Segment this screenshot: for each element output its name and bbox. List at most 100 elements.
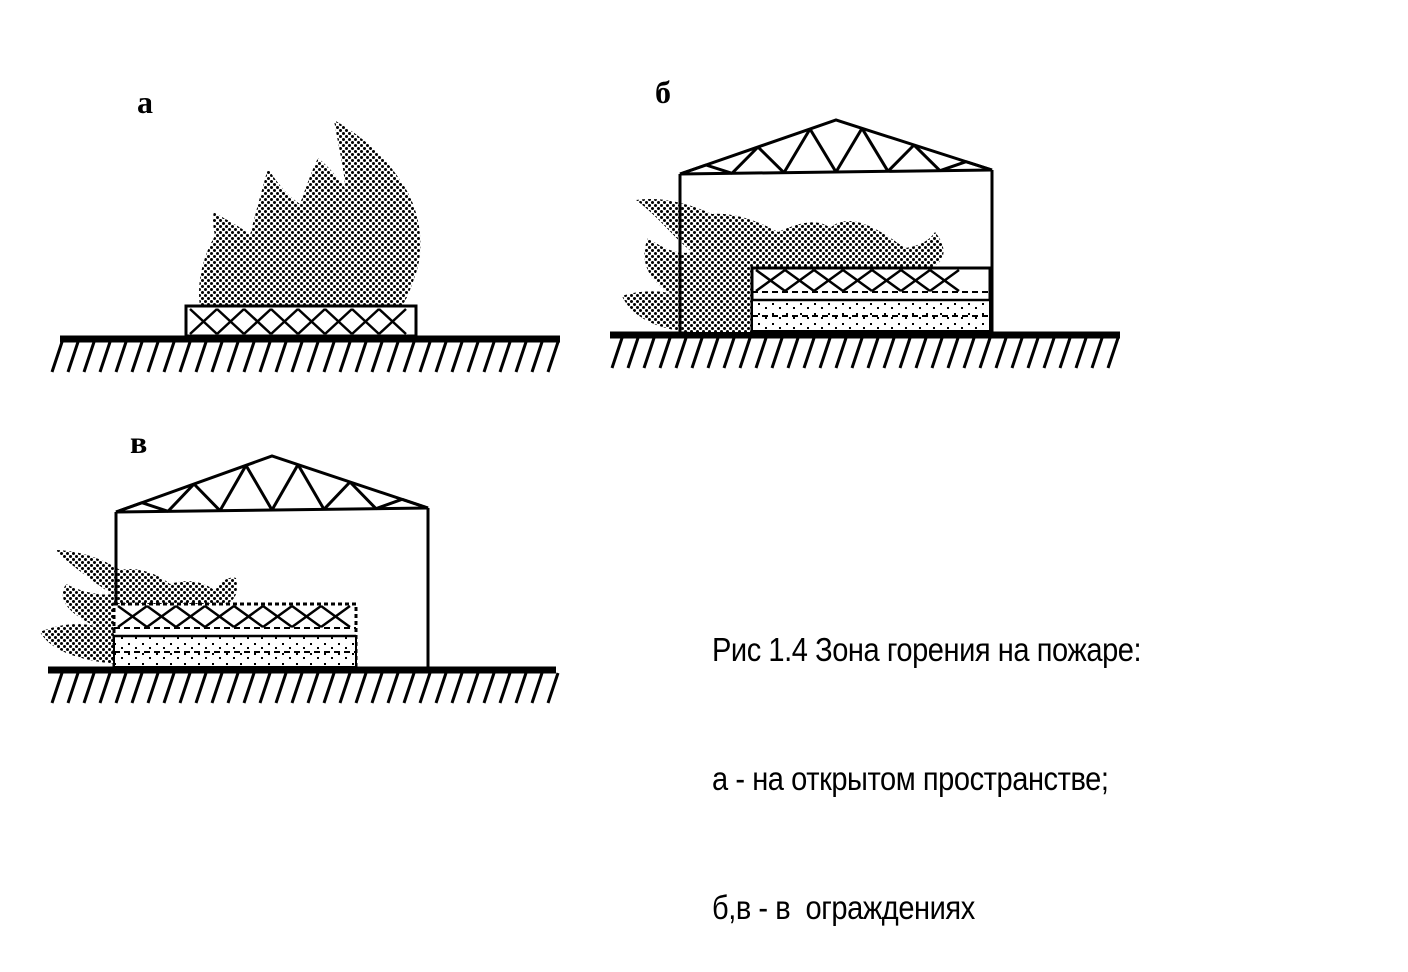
ground-hatch xyxy=(946,337,960,369)
fuel-cross xyxy=(351,308,380,335)
truss-strut xyxy=(270,463,300,511)
ground-hatch xyxy=(626,337,640,369)
ground-hatch xyxy=(1042,337,1056,369)
ground-hatch xyxy=(50,341,64,373)
ground-hatch xyxy=(98,341,112,373)
truss-strut xyxy=(808,128,838,173)
ground-hatch xyxy=(1058,337,1072,369)
ground-hatch xyxy=(498,672,512,704)
ground-hatch xyxy=(354,672,368,704)
ground-hatch xyxy=(610,337,624,369)
ground-hatch xyxy=(322,672,336,704)
fuel-cross xyxy=(929,268,960,293)
fuel-cross xyxy=(320,604,351,629)
ground-hatch xyxy=(226,672,240,704)
ground-hatch xyxy=(242,341,256,373)
ground-hatch xyxy=(162,341,176,373)
ground-hatch xyxy=(1090,337,1104,369)
ground-hatch xyxy=(450,672,464,704)
truss-strut xyxy=(166,482,196,513)
panel-label-v: в xyxy=(130,424,148,460)
fuel-cross xyxy=(324,308,353,335)
fuel-cross xyxy=(842,268,873,293)
ground-hatch xyxy=(834,337,848,369)
ground-a xyxy=(50,335,560,373)
fuel-cross xyxy=(233,604,264,629)
truss-strut xyxy=(401,497,429,510)
ground-hatch xyxy=(962,337,976,369)
ground-hatch xyxy=(706,337,720,369)
fuel-block-a xyxy=(184,304,418,338)
ground-hatch xyxy=(674,337,688,369)
ground-hatch xyxy=(482,672,496,704)
ground-hatch xyxy=(434,672,448,704)
ground-hatch xyxy=(690,337,704,369)
ground-hatch xyxy=(754,337,768,369)
truss-strut xyxy=(375,497,403,511)
flame-a xyxy=(199,120,421,306)
ground-hatch xyxy=(418,672,432,704)
truss-strut xyxy=(965,160,993,172)
truss-strut xyxy=(834,127,864,173)
truss-strut xyxy=(705,163,733,175)
fuel-cross xyxy=(813,268,844,293)
panel-b xyxy=(610,118,1120,369)
ground-hatch xyxy=(306,341,320,373)
fuel-cross xyxy=(291,604,322,629)
fuel-cross xyxy=(189,308,218,335)
truss-strut xyxy=(730,145,760,175)
fuel-cross xyxy=(117,604,148,629)
ground-hatch xyxy=(194,672,208,704)
ground-hatch xyxy=(450,341,464,373)
ground-hatch xyxy=(322,341,336,373)
ground-hatch xyxy=(162,672,176,704)
ground-hatch xyxy=(882,337,896,369)
ground-v xyxy=(48,666,560,704)
ground-hatch xyxy=(242,672,256,704)
panel-v xyxy=(40,454,560,704)
figure-caption: Рис 1.4 Зона горения на пожаре: а - на о… xyxy=(712,542,1142,972)
ground-hatch xyxy=(1074,337,1088,369)
ground-hatch xyxy=(1010,337,1024,369)
ground-hatch xyxy=(466,672,480,704)
ground-hatch xyxy=(338,672,352,704)
ground-hatch xyxy=(530,672,544,704)
ground-hatch xyxy=(802,337,816,369)
ground-hatch xyxy=(530,341,544,373)
fuel-cross xyxy=(378,308,407,335)
ground-hatch xyxy=(66,341,80,373)
building-b xyxy=(678,118,994,333)
building-v xyxy=(114,454,430,668)
ground-hatch xyxy=(402,341,416,373)
ground-hatch xyxy=(290,341,304,373)
truss-strut xyxy=(939,160,967,173)
truss-strut xyxy=(860,127,890,173)
fuel-cross xyxy=(270,308,299,335)
ground-hatch xyxy=(258,341,272,373)
ground-hatch xyxy=(418,341,432,373)
ground-hatch xyxy=(866,337,880,369)
ground-b xyxy=(610,331,1120,369)
panel-a xyxy=(50,120,560,373)
ground-hatch xyxy=(658,337,672,369)
truss-strut xyxy=(782,128,812,174)
ground-hatch xyxy=(434,341,448,373)
truss-strut xyxy=(296,463,326,511)
ground-hatch xyxy=(1106,337,1120,369)
ground-hatch xyxy=(386,341,400,373)
caption-line-1: Рис 1.4 Зона горения на пожаре: xyxy=(712,631,1142,668)
ground-hatch xyxy=(258,672,272,704)
caption-line-3: б,в - в ограждениях xyxy=(712,889,975,926)
truss-strut xyxy=(244,464,274,511)
fuel-cross xyxy=(175,604,206,629)
ground-hatch xyxy=(50,672,64,704)
ground-hatch xyxy=(402,672,416,704)
ground-hatch xyxy=(194,341,208,373)
ground-hatch xyxy=(770,337,784,369)
ground-hatch xyxy=(930,337,944,369)
fuel-cross xyxy=(900,268,931,293)
ground-hatch xyxy=(338,341,352,373)
truss-strut xyxy=(348,480,378,510)
stored-goods-v xyxy=(112,602,358,669)
ground-hatch xyxy=(130,672,144,704)
